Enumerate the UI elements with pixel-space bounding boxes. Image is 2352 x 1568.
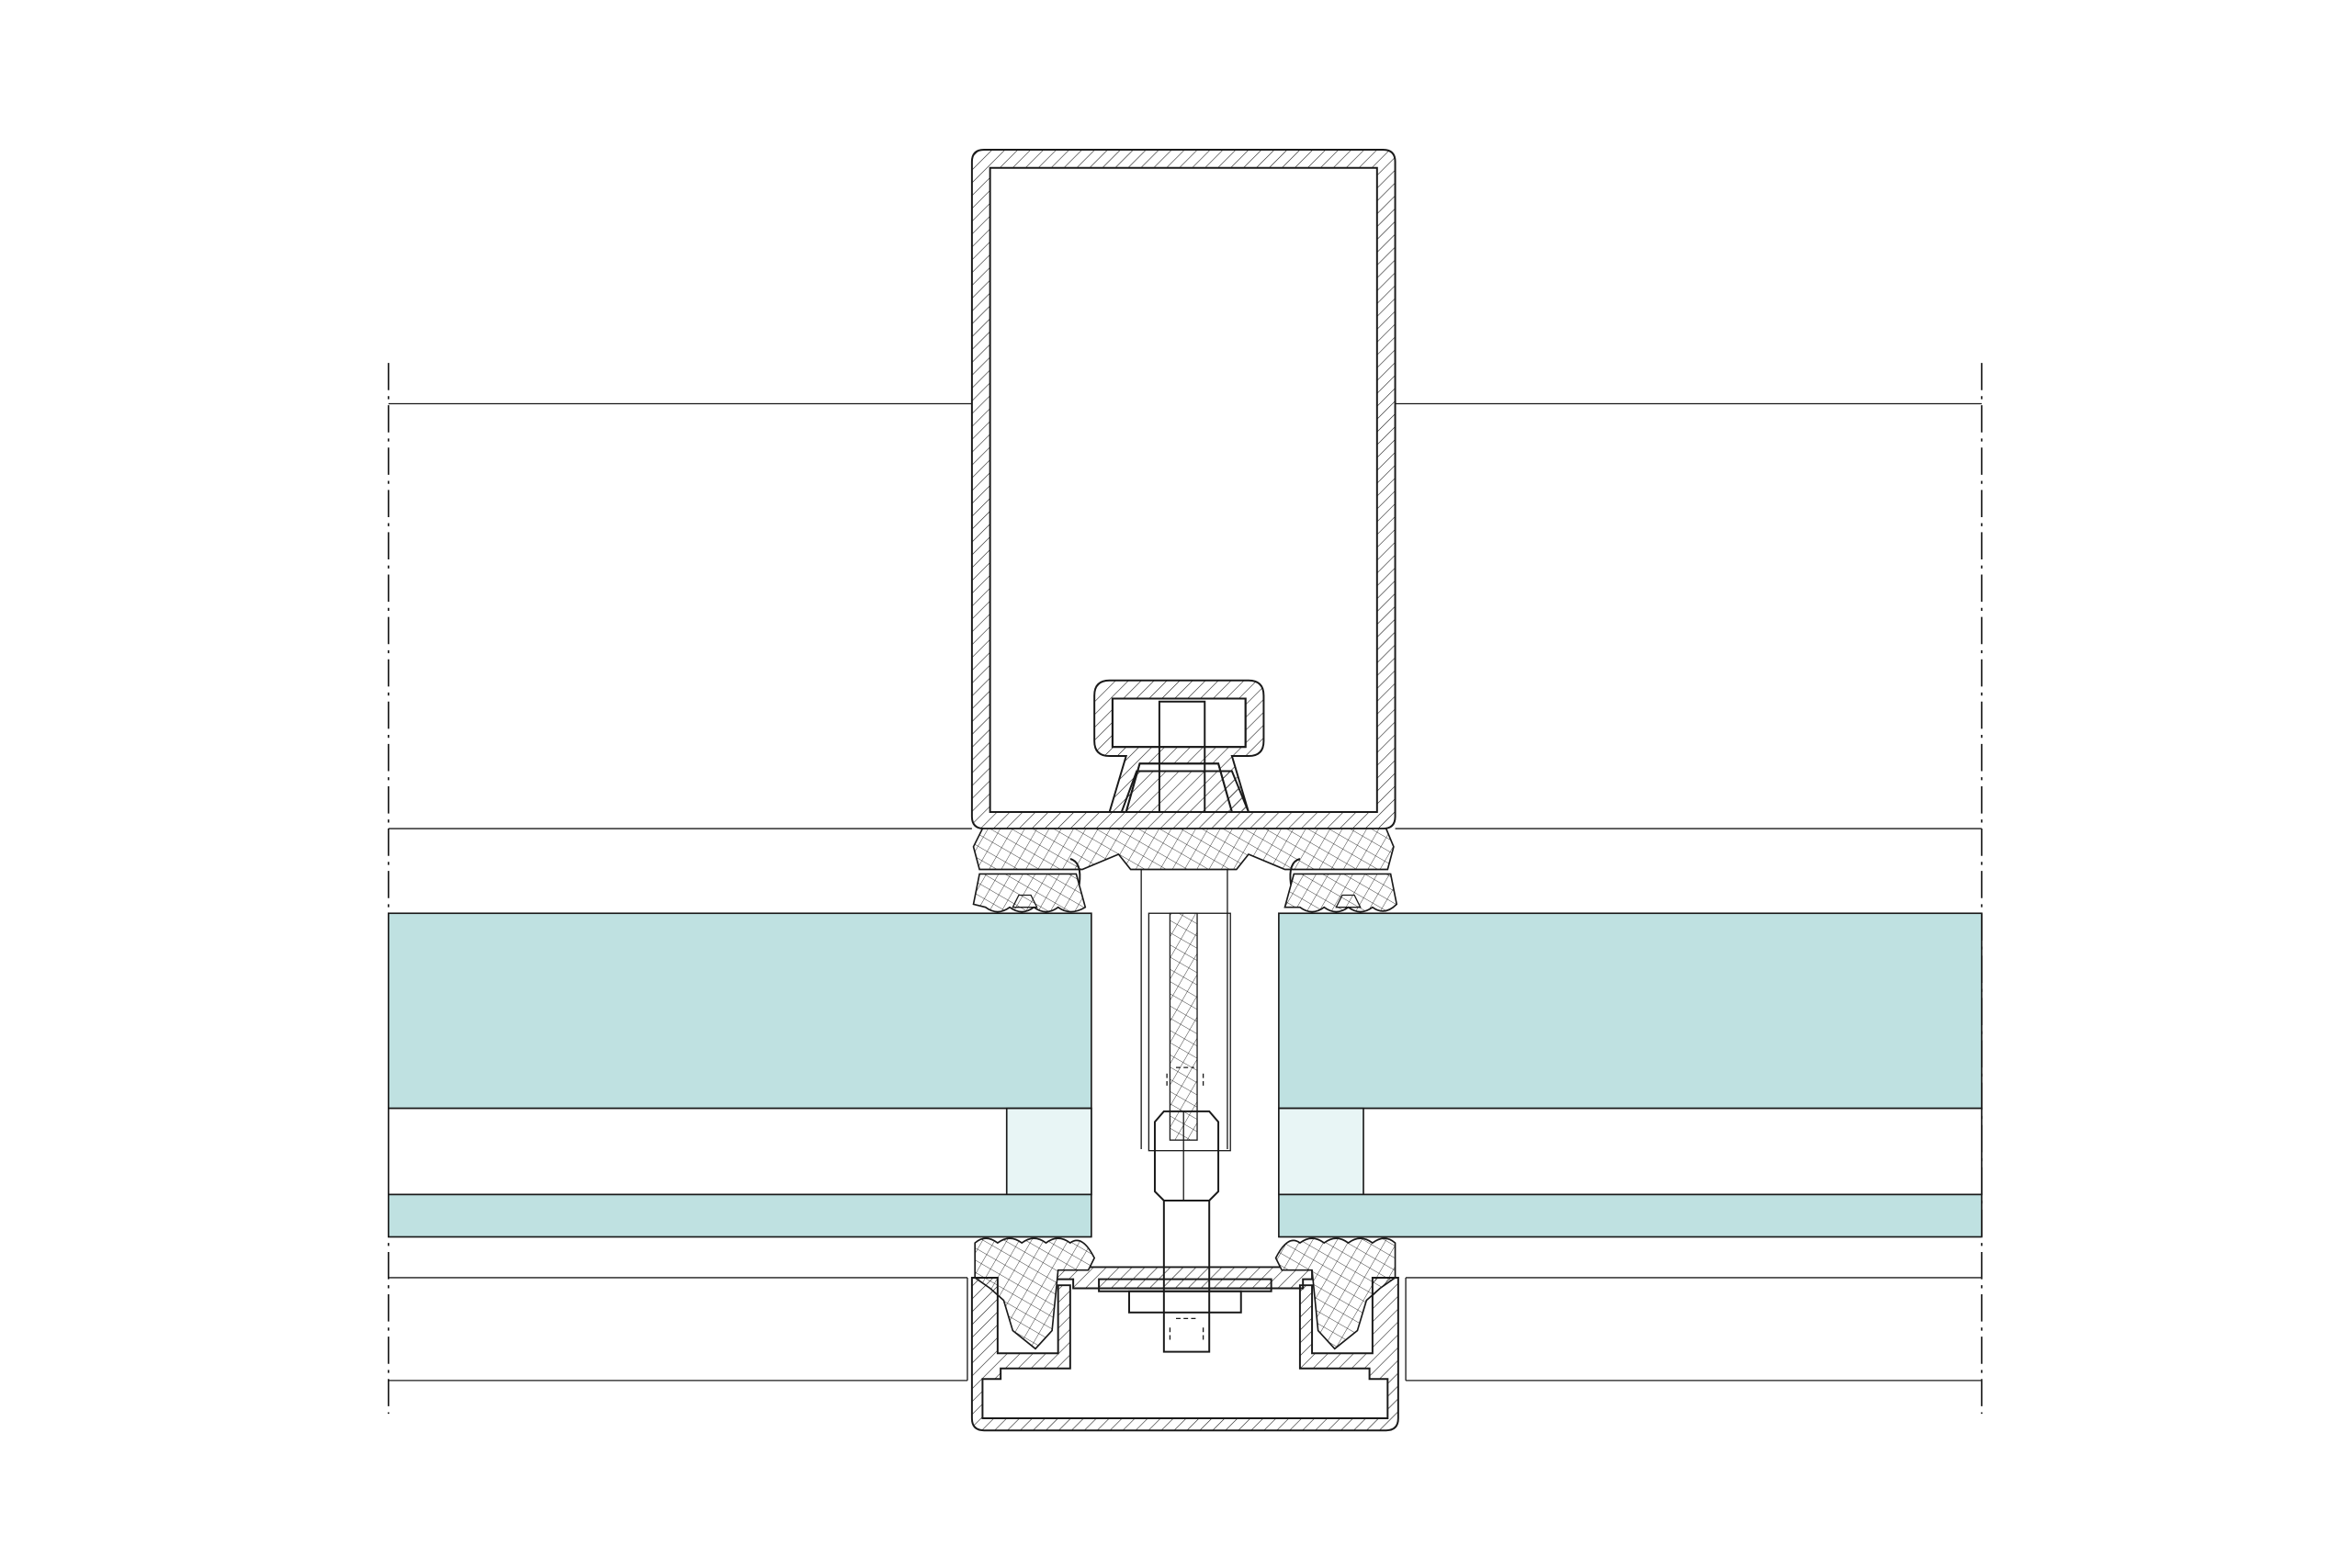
bolt-head	[1111, 697, 1247, 749]
mullion-profile	[970, 148, 1396, 830]
right-outer-glass-pane	[1278, 912, 1983, 1110]
left-cavity	[388, 1107, 1092, 1196]
left-inner-glass-pane	[388, 1193, 1092, 1238]
right-cavity	[1278, 1107, 1983, 1196]
left-outer-glass-pane	[388, 912, 1092, 1110]
lower-gaskets	[974, 1237, 1396, 1350]
right-glass-unit	[1278, 912, 1983, 1238]
t-nut	[1125, 762, 1234, 813]
left-spacer	[1005, 1107, 1092, 1196]
right-inner-glass-pane	[1278, 1193, 1983, 1238]
left-glass-unit	[388, 912, 1092, 1238]
thermal-break-upper	[972, 828, 1398, 913]
pressure-plate	[1049, 1266, 1314, 1314]
fixing-bolt-assembly	[1140, 869, 1231, 1353]
threaded-rod	[1169, 912, 1198, 1141]
cover-cap	[970, 1276, 1399, 1432]
right-spacer	[1278, 1107, 1364, 1196]
